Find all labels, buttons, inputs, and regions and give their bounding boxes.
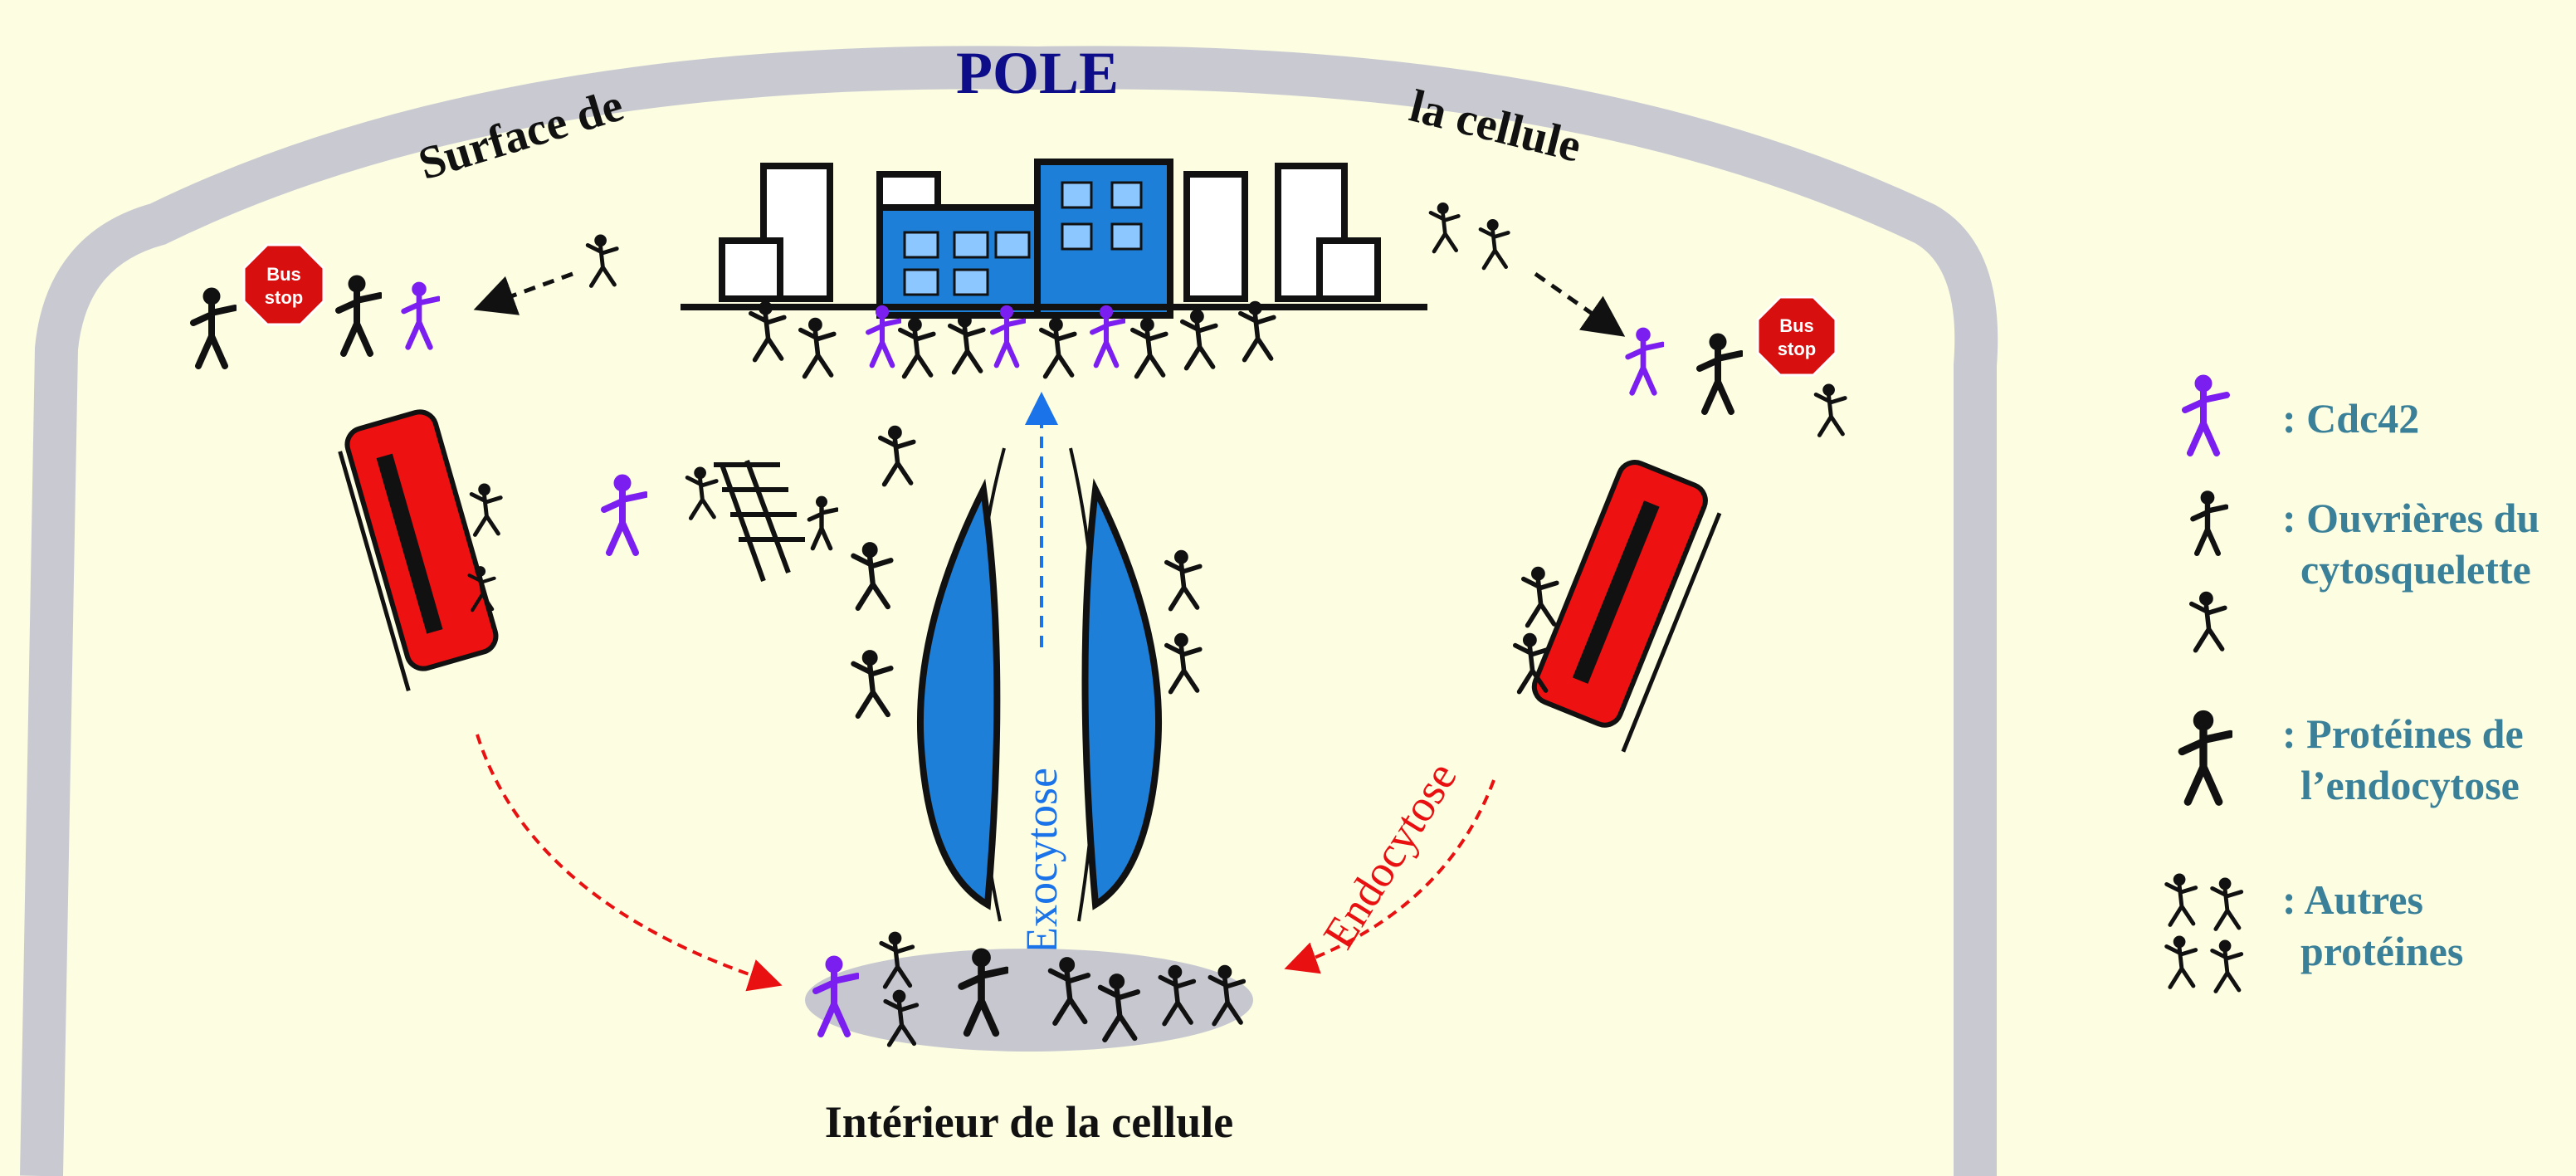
bus-stop-right-text: Bus — [1779, 315, 1814, 336]
endocytosis-protein-icon — [1700, 334, 1741, 412]
bus-stop-left: Bus stop — [242, 243, 325, 326]
cytoskeleton-ladder-icon — [714, 459, 805, 583]
endocytosis-arrow-left — [476, 734, 783, 992]
legend-colon: : — [2282, 876, 2305, 923]
bus-stop-left-text: Bus — [266, 264, 301, 285]
cdc42-icon — [604, 475, 646, 553]
legend-label-cytoskeleton-line2: cytosquelette — [2300, 546, 2531, 593]
worker-icon — [809, 496, 837, 549]
legend-colon: : — [2282, 710, 2307, 757]
arrow-right — [1534, 271, 1626, 337]
bus-left-icon — [338, 409, 499, 692]
other-protein-icon — [1167, 633, 1200, 691]
legend-label-cytoskeleton: Ouvrières du — [2306, 495, 2540, 541]
vesicle-track — [916, 447, 1163, 922]
worker-icon — [471, 484, 500, 535]
worker-icon — [687, 467, 716, 519]
cdc42-icon — [1628, 328, 1663, 393]
city-buildings-icon — [681, 159, 1427, 319]
cdc42-icon — [2174, 373, 2241, 465]
legend-label-endocytosis-line2: l’endocytose — [2300, 762, 2520, 808]
worker-icon — [2178, 490, 2245, 672]
pole-label: POLE — [956, 40, 1119, 106]
cdc42-icon — [404, 282, 439, 347]
bus-stop-right: Bus stop — [1756, 295, 1837, 377]
worker-icon — [588, 235, 617, 286]
endocytosis-arrow-right — [1284, 779, 1495, 974]
vesicle-right-icon — [1081, 478, 1163, 910]
legend-label-cdc42: Cdc42 — [2306, 395, 2420, 442]
endocytosis-protein-icon — [2174, 705, 2241, 822]
bus-stop-right-text2: stop — [1778, 339, 1816, 359]
legend-colon: : — [2282, 495, 2307, 541]
endocytosis-label: Endocytose — [1314, 754, 1466, 957]
legend-label-other: Autres — [2304, 876, 2423, 923]
arrow-left — [473, 271, 573, 315]
other-protein-icon — [853, 651, 890, 716]
worker-icon — [881, 426, 914, 484]
interior-label: Intérieur de la cellule — [825, 1097, 1233, 1147]
worker-icon — [1816, 384, 1845, 436]
worker-icon — [853, 543, 890, 608]
legend-label-endocytosis: Protéines de — [2306, 710, 2524, 757]
other-protein-icon — [2158, 871, 2266, 996]
exocytosis-label: Exocytose — [1017, 768, 1066, 954]
endocytosis-protein-icon — [339, 276, 380, 354]
cell-membrane — [20, 46, 1998, 1176]
worker-icon — [193, 288, 235, 366]
bus-right-icon — [1531, 460, 1722, 753]
vesicle-left-icon — [916, 478, 1001, 910]
legend-label-other-line2: protéines — [2300, 928, 2464, 974]
bus-stop-left-text2: stop — [265, 287, 303, 308]
legend-colon: : — [2282, 395, 2307, 442]
worker-icon — [1167, 550, 1200, 608]
endosome-ellipse — [805, 949, 1253, 1052]
worker-icon — [1524, 567, 1557, 625]
